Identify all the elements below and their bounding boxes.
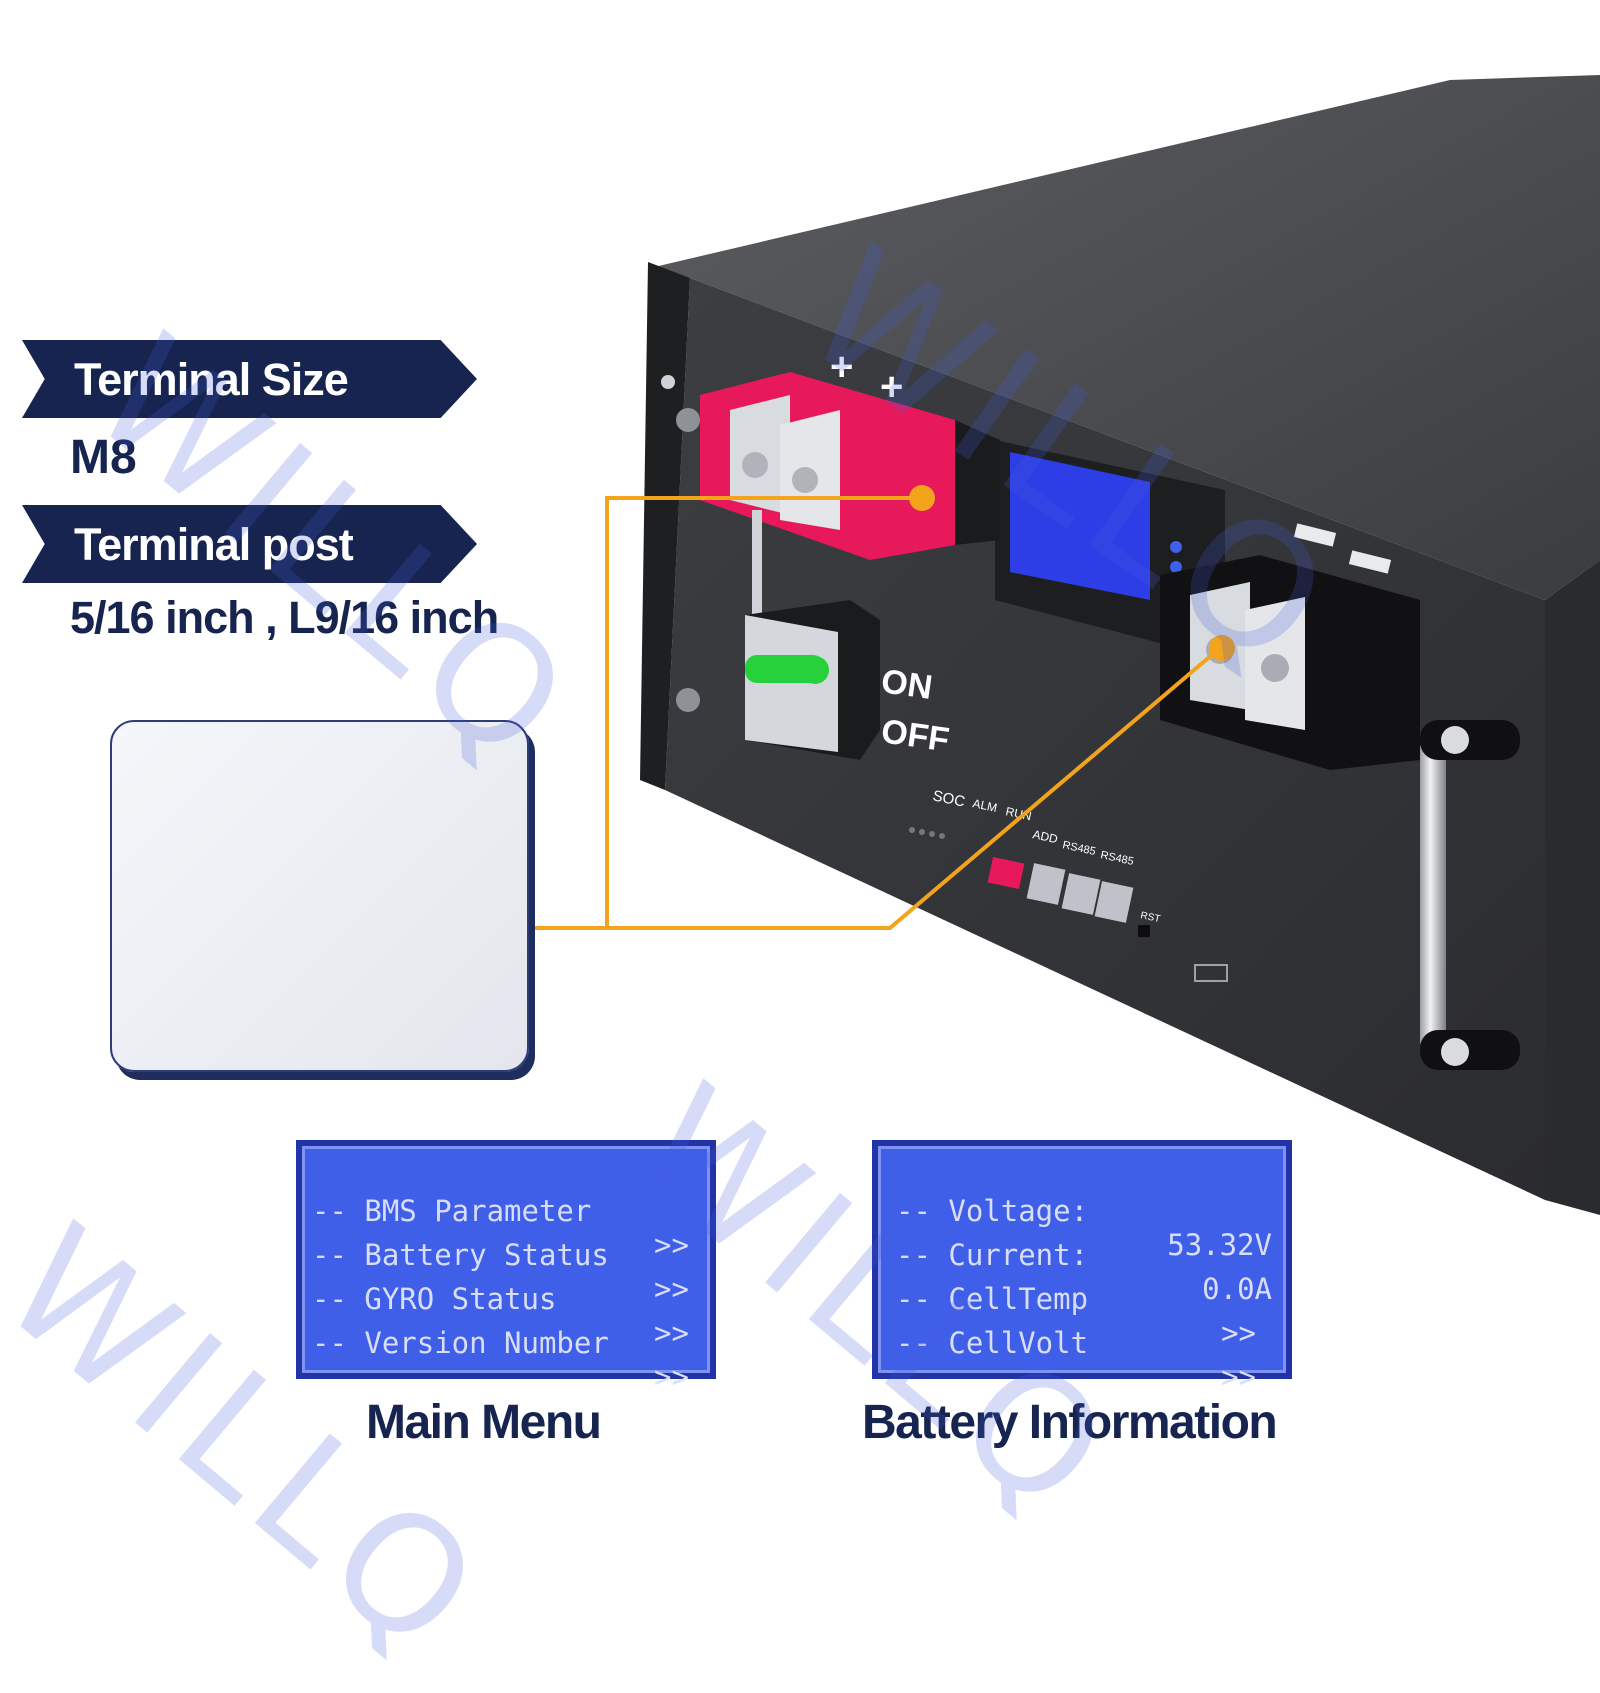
battery-info-label: -- CellVolt	[896, 1326, 1089, 1360]
rack-handle	[1420, 720, 1520, 1070]
plus-label-1: +	[830, 345, 853, 389]
chevron-right-icon: >>	[1221, 1360, 1256, 1394]
switch-off-label: OFF	[879, 712, 952, 759]
battery-info-row: -- CellVolt >>	[878, 1292, 1286, 1394]
battery-info-value: 53.32V	[1167, 1228, 1272, 1262]
terminal-post-banner: Terminal post	[22, 505, 477, 583]
callout-dot-positive	[909, 485, 935, 511]
main-menu-row: -- Battery Status >>	[302, 1204, 710, 1306]
chassis-top	[650, 75, 1600, 600]
main-menu-row: -- Version Number >>	[302, 1292, 710, 1394]
chevron-right-icon: >>	[654, 1316, 689, 1350]
rack-ear	[640, 262, 690, 790]
battery-info-row: -- Voltage: 53.32V	[878, 1160, 1286, 1262]
chevron-right-icon: >>	[1221, 1316, 1256, 1350]
battery-info-value: 0.0A	[1202, 1272, 1272, 1306]
chevron-right-icon: >>	[654, 1228, 689, 1262]
main-menu-row: -- BMS Parameter >>	[302, 1160, 710, 1262]
main-menu-item-text: -- GYRO Status	[312, 1282, 557, 1316]
main-menu-item-text: -- Version Number	[312, 1326, 609, 1360]
terminal-size-banner: Terminal Size	[22, 340, 477, 418]
main-menu-item-text: -- Battery Status	[312, 1238, 609, 1272]
main-menu-lcd: -- BMS Parameter >> -- Battery Status >>…	[296, 1140, 716, 1394]
terminal-size-value: M8	[70, 431, 137, 484]
terminal-post-value: 5/16 inch , L9/16 inch	[70, 592, 499, 643]
battery-info-label: -- Current:	[896, 1238, 1089, 1272]
battery-info-caption: Battery Information	[862, 1396, 1278, 1449]
battery-info-row: -- CellTemp >>	[878, 1248, 1286, 1350]
switch-on-label: ON	[879, 662, 935, 707]
callout-lines	[465, 496, 1222, 930]
callout-dot-negative	[1209, 635, 1235, 661]
battery-info-row: -- Current: 0.0A	[878, 1204, 1286, 1306]
main-menu-item-text: -- BMS Parameter	[312, 1194, 592, 1228]
main-menu-caption: Main Menu	[366, 1396, 602, 1449]
terminal-size-label: Terminal Size	[74, 354, 349, 405]
chevron-right-icon: >>	[654, 1360, 689, 1394]
chassis-side	[1545, 560, 1600, 1215]
port-label-rst: RST	[1139, 910, 1161, 925]
chevron-right-icon: >>	[654, 1272, 689, 1306]
device-lcd	[1010, 452, 1150, 600]
port-label-add: ADD	[1031, 827, 1059, 846]
main-menu-row: -- GYRO Status >>	[302, 1248, 710, 1350]
port-label-alm: ALM	[971, 796, 998, 815]
battery-info-label: -- CellTemp	[896, 1282, 1089, 1316]
port-label-soc: SOC	[931, 787, 966, 810]
battery-info-lcd: -- Voltage: 53.32V -- Current: 0.0A -- C…	[872, 1140, 1292, 1394]
battery-info-label: -- Voltage:	[896, 1194, 1089, 1228]
port-label-run: RUN	[1004, 804, 1032, 823]
plus-label-2: +	[880, 365, 903, 409]
terminal-post-label: Terminal post	[74, 519, 354, 570]
bolt-card	[110, 720, 529, 1072]
